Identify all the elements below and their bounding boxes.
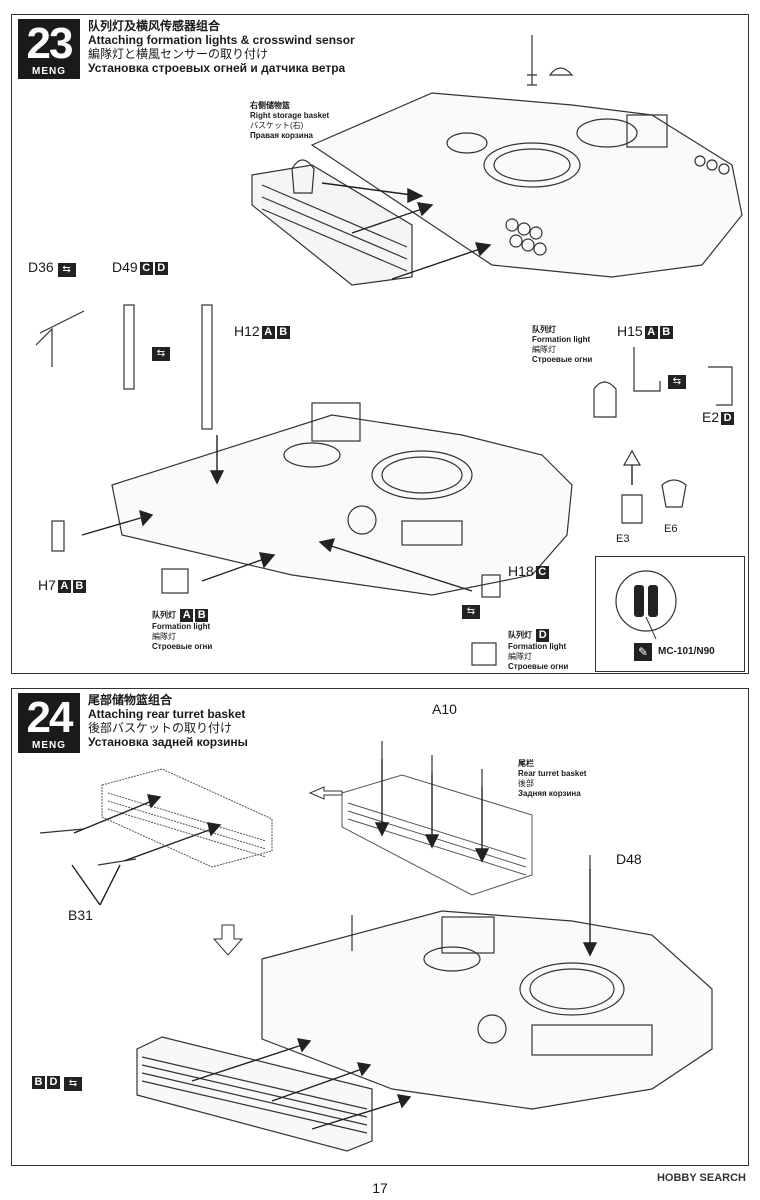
step-24-turret-drawing [39,741,713,1152]
step-24-panel: 24 MENG 尾部储物篮组合 Attaching rear turret ba… [11,688,749,1166]
reverse-icon-3: ⇆ [668,375,686,389]
lens-paint-diagram [615,570,677,640]
part-label-d36: D36 ⇆ [28,259,76,277]
reverse-icon-4: ⇆ [462,605,480,619]
step-24-title: 尾部储物篮组合 Attaching rear turret basket 後部バ… [88,693,248,749]
paint-brush-icon: ✎ [634,643,652,661]
down-arrow-icon [212,924,244,956]
step-23-title: 队列灯及横风传感器组合 Attaching formation lights &… [88,19,355,75]
reverse-icon-5: ⇆ [63,1077,82,1091]
formation-light-label-right: 队列灯 Formation light 編隊灯 Строевые огни [532,325,593,364]
formation-light-label-d: 队列灯 D Formation light 編隊灯 Строевые огни [508,629,569,671]
step-23-turret-drawing [35,35,743,666]
paint-inset: ✎ MC-101/N90 [595,556,745,672]
step-23-number-badge: 23 MENG [18,19,80,79]
step-23-panel: 23 MENG 队列灯及横风传感器组合 Attaching formation … [11,14,749,674]
basket-label: 右侧储物篮 Right storage basket バスケット(右) Прав… [250,101,330,140]
reverse-icon: ⇆ [57,263,76,277]
part-label-e3: E3 [616,533,630,545]
step-24-number-badge: 24 MENG [18,693,80,753]
reverse-icon-2: ⇆ [152,347,170,361]
rear-basket-label: 尾栏 Rear turret basket 後部 Задняя корзина [518,759,587,798]
page-number: 17 [372,1180,388,1196]
up-arrow-icon [622,449,642,466]
part-label-a10: A10 [432,701,457,717]
part-label-b31: B31 [68,907,93,923]
left-arrow-icon [308,786,343,800]
part-label-e6: E6 [664,523,678,535]
meng-logo: MENG [32,66,66,77]
part-label-d48: D48 [616,851,642,867]
watermark: HOBBY SEARCH [656,1172,746,1184]
paint-code: MC-101/N90 [658,646,715,657]
meng-logo-2: MENG [32,740,66,751]
